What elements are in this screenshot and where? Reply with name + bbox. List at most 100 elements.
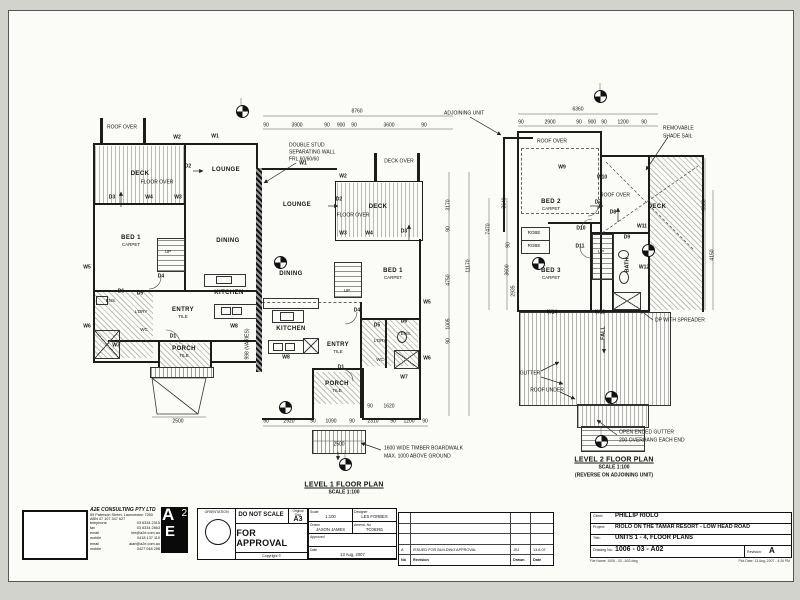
orientation-circle xyxy=(205,519,231,545)
dimension-label: 90 xyxy=(310,418,316,425)
dimension-label: 998 (VARIES) xyxy=(244,328,251,360)
annotation-note: ADJOINING UNIT xyxy=(444,110,485,117)
room-label: BED 1 xyxy=(383,268,403,274)
opening-tag: D4 xyxy=(157,273,165,280)
room-sublabel: UP xyxy=(164,248,172,254)
room-sublabel: CARPET xyxy=(121,241,141,247)
dimension-label: 3170 xyxy=(445,199,452,211)
wall-segment xyxy=(312,370,314,418)
wall-segment xyxy=(262,418,314,420)
dimension-label: 900 xyxy=(587,119,597,126)
opening-tag: W13 xyxy=(594,309,606,316)
plan-shape xyxy=(262,302,362,303)
section-marker xyxy=(279,401,292,414)
opening-tag: D2 xyxy=(335,196,343,203)
wall-segment xyxy=(385,320,387,368)
original-size-label: Original Size xyxy=(292,509,304,517)
wall-segment xyxy=(417,153,420,181)
drawing-no-label: Drawing No: xyxy=(593,548,613,552)
project-label: Project: xyxy=(593,525,606,529)
dimension-label: 1200 xyxy=(403,418,415,425)
deck-hatch xyxy=(159,343,210,367)
contact-value: 03 6334 2863 xyxy=(136,526,160,531)
roof-over-outline xyxy=(521,148,599,214)
opening-tag: D7 xyxy=(594,199,602,206)
opening-tag: W2 xyxy=(173,134,181,141)
revision-cell: Date xyxy=(530,555,553,565)
fixture-cross xyxy=(394,350,419,369)
opening-tag: W2 xyxy=(339,173,347,180)
dimension-label: 90 xyxy=(421,122,427,129)
annotation-note: FLOOR OVER xyxy=(336,212,370,219)
wall-segment xyxy=(702,155,704,312)
consultant-block: A2E CONSULTING PTY LTD 59 Paterson Stree… xyxy=(90,507,160,559)
plan-shape xyxy=(96,296,108,305)
room-label: DECK xyxy=(130,171,150,177)
wall-segment xyxy=(158,342,160,368)
section-marker xyxy=(274,256,287,269)
revision-cell: 13.8.07 xyxy=(530,544,553,555)
room-label: LOUNGE xyxy=(282,202,312,208)
wall-segment xyxy=(312,368,364,370)
field-label: Approved xyxy=(310,535,325,539)
stairs xyxy=(157,238,185,272)
room-sublabel: TILE xyxy=(332,387,342,393)
wall-segment xyxy=(143,118,146,145)
opening-tag: W5 xyxy=(83,264,91,271)
level2-deck xyxy=(519,312,671,406)
plan-subtitle: (REVERSE ON ADJOINING UNIT) xyxy=(574,472,654,479)
opening-tag: D10 xyxy=(576,225,586,232)
opening-tag: W11 xyxy=(636,223,648,230)
room-sublabel: CARPET xyxy=(541,205,561,211)
section-marker xyxy=(595,435,608,448)
dimension-label: 90 xyxy=(641,119,647,126)
revision-cell: A xyxy=(399,544,411,555)
client-name: PHILLIP RIOLO xyxy=(615,513,659,519)
room-label: KITCHEN xyxy=(214,290,244,296)
revision-row xyxy=(399,523,553,535)
opening-tag: D1 xyxy=(169,333,177,340)
plan-shape xyxy=(397,331,407,343)
dimension-label: 4150 xyxy=(709,249,716,261)
dimension-label: 1005 xyxy=(445,318,452,330)
dimension-label: 90 xyxy=(601,119,607,126)
room-label: DECK xyxy=(647,204,667,210)
wall-segment xyxy=(548,222,600,224)
opening-tag: D2 xyxy=(184,163,192,170)
plan-shape xyxy=(232,307,242,315)
room-sublabel: ENS. xyxy=(400,330,412,336)
plan-shape xyxy=(619,271,629,284)
annotation-note: SHADE SAIL xyxy=(663,133,693,140)
revision-cell xyxy=(530,523,553,534)
project-name: RIOLO ON THE TAMAR RESORT - LOW HEAD ROA… xyxy=(615,524,750,530)
consultant-address: 59 Paterson Street, Launceston 7250 xyxy=(90,513,153,517)
wall-segment xyxy=(360,302,362,418)
dimension-label: 7470 xyxy=(485,223,492,235)
plan-title: LEVEL 2 FLOOR PLAN xyxy=(574,456,654,464)
revision-cell xyxy=(510,534,530,544)
annotation-note: OPEN ENDED GUTTER xyxy=(619,429,675,436)
opening-tag: D4 xyxy=(353,307,361,314)
room-label: BED 3 xyxy=(541,268,561,274)
wall-segment xyxy=(212,361,256,363)
wall-segment xyxy=(517,131,602,133)
room-label: DINING xyxy=(279,271,303,277)
wall-segment xyxy=(419,239,421,420)
wall-segment xyxy=(93,361,160,363)
wall-segment xyxy=(108,340,256,342)
annotation-note: FLOOR OVER xyxy=(140,179,174,186)
room-sublabel: TILE xyxy=(178,313,188,319)
logo-letter-e: E xyxy=(165,523,175,540)
room-label: DECK xyxy=(368,204,388,210)
room-sublabel: UP xyxy=(597,248,605,254)
wall-segment xyxy=(184,203,186,290)
opening-tag: W9 xyxy=(558,164,566,171)
annotation-note: ROOF OVER xyxy=(599,192,631,199)
room-sublabel: CARPET xyxy=(383,274,403,280)
plot-date: Plot Date: 13 Aug, 2007 - 4:26 PM xyxy=(738,559,790,563)
